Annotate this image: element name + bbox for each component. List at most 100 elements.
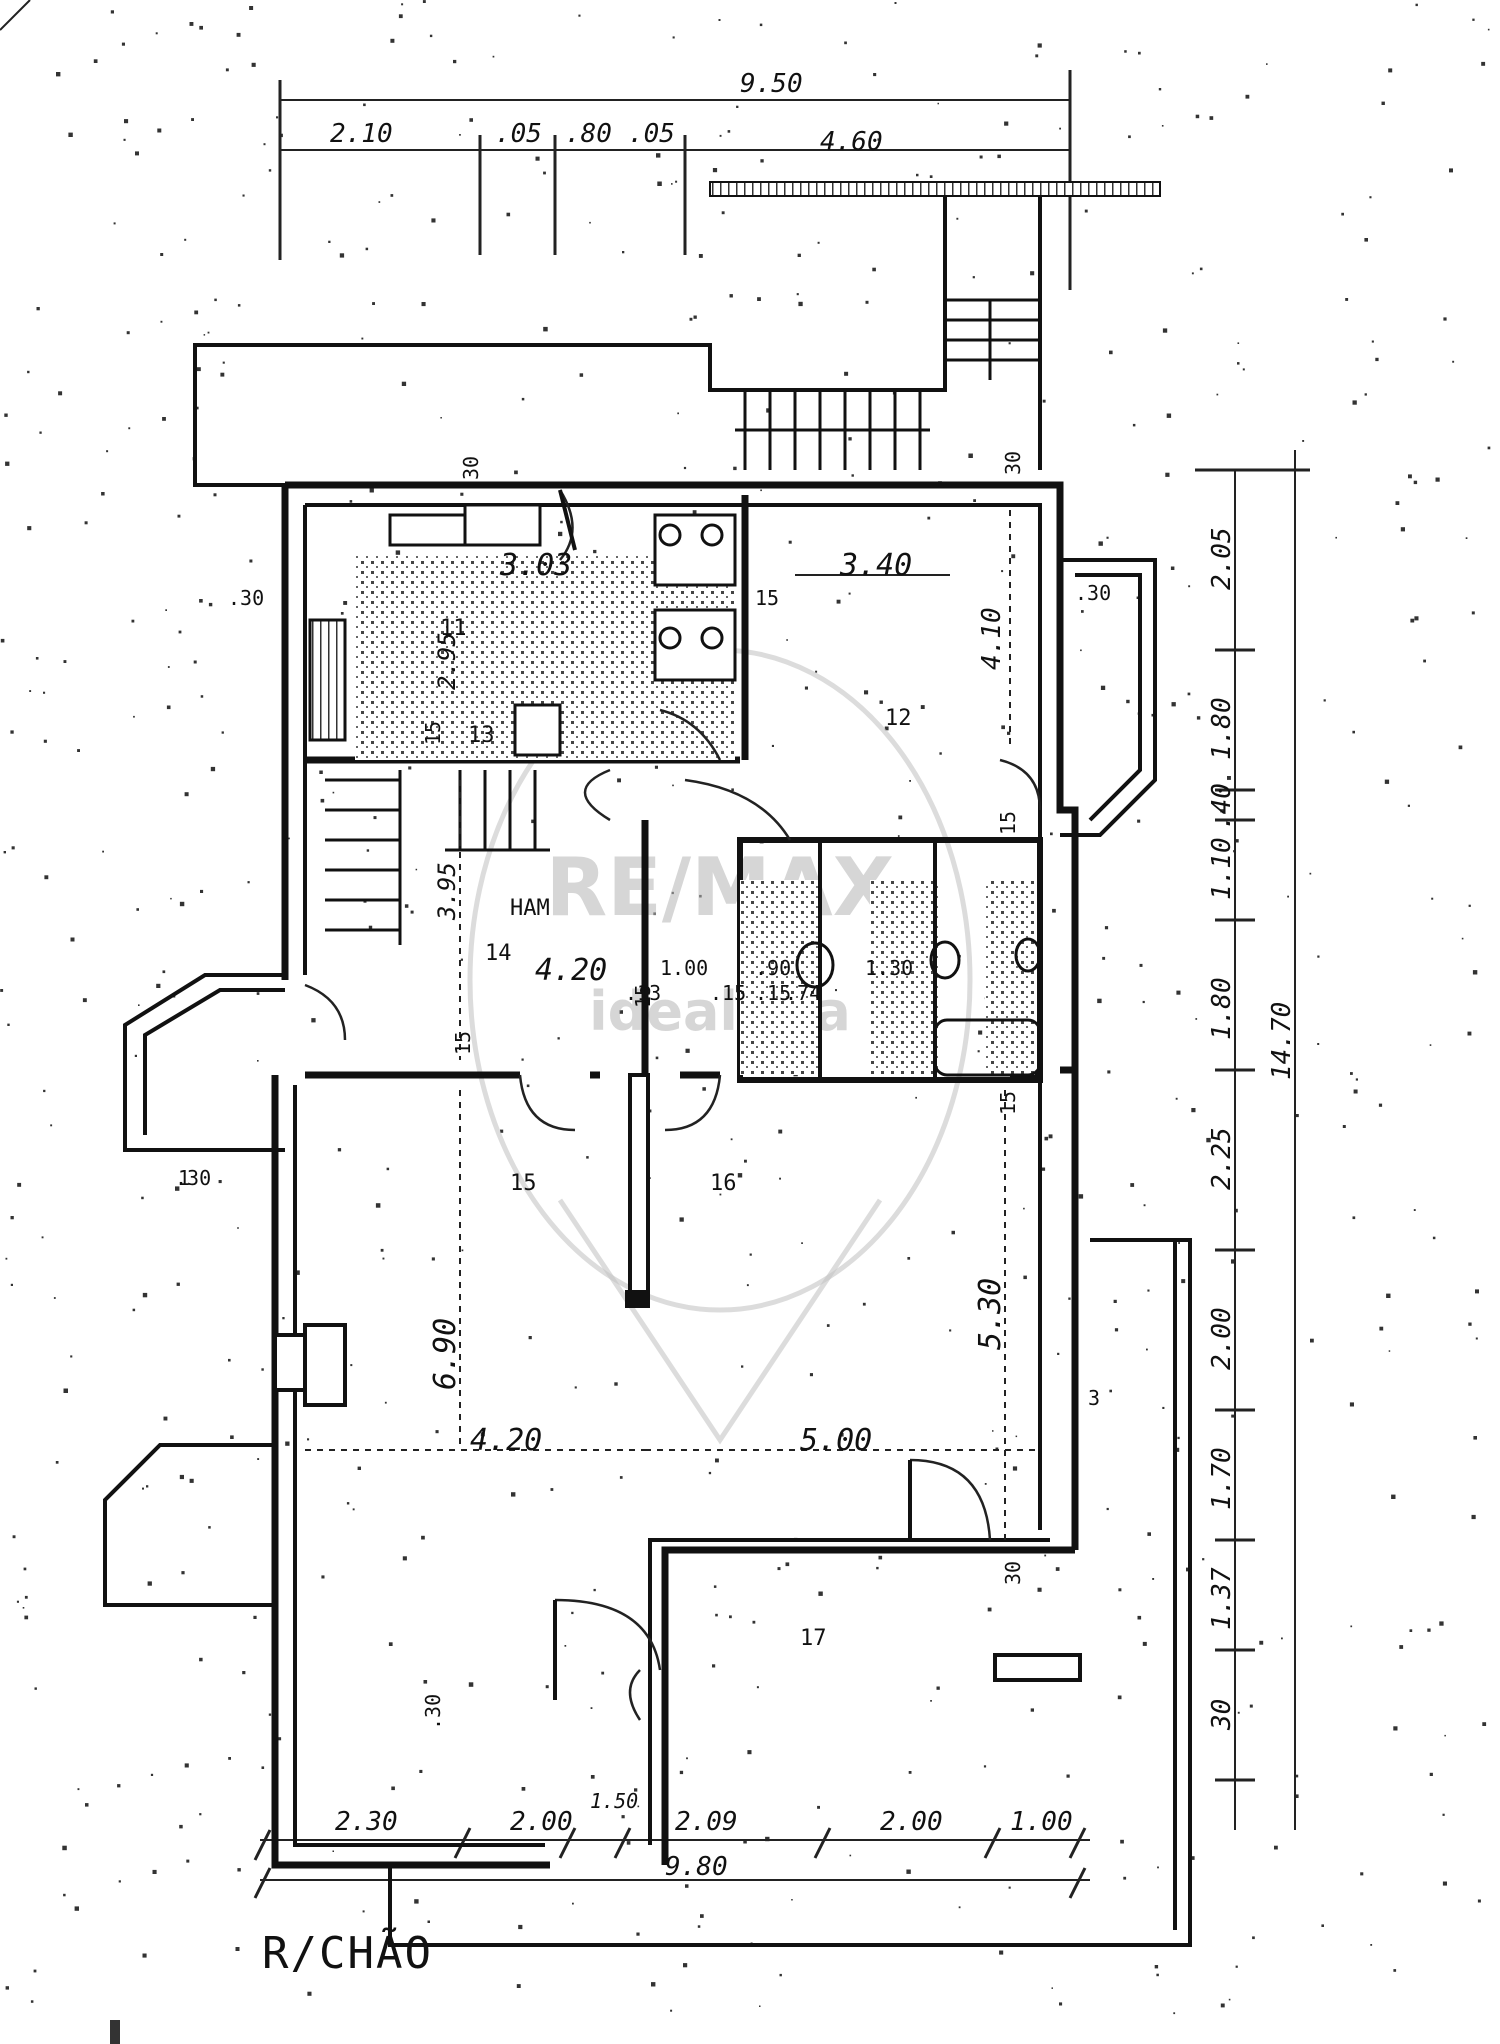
- speckle: [160, 253, 164, 256]
- speckle: [700, 1914, 704, 1918]
- speckle: [136, 908, 139, 911]
- speckle: [1482, 1722, 1487, 1726]
- speckle: [186, 1859, 190, 1863]
- bottom-overall-dim: 9.80: [665, 1852, 728, 1882]
- speckle: [685, 1048, 690, 1053]
- speckle: [1154, 1965, 1159, 1969]
- speckle: [178, 630, 182, 634]
- speckle: [586, 1156, 589, 1159]
- speckle: [1037, 43, 1042, 48]
- speckle: [712, 1664, 716, 1668]
- speckle: [1352, 1216, 1356, 1220]
- room-16-dim-w: 5.00: [800, 1423, 872, 1458]
- speckle: [1349, 1402, 1354, 1407]
- room-15-dim-w: 4.20: [470, 1423, 542, 1458]
- speckle: [1408, 474, 1412, 479]
- speckle: [741, 1365, 744, 1368]
- speckle: [1442, 1881, 1447, 1886]
- speckle: [62, 1845, 67, 1851]
- speckle: [1350, 1625, 1353, 1628]
- speckle: [121, 42, 125, 46]
- speckle: [1414, 616, 1419, 621]
- speckle: [237, 1868, 241, 1872]
- speckle: [1386, 1293, 1391, 1298]
- speckle: [320, 798, 325, 803]
- room-13-number: 13: [468, 723, 495, 748]
- speckle: [1369, 196, 1372, 199]
- speckle: [332, 791, 335, 794]
- speckle: [101, 492, 105, 496]
- speckle: [189, 1478, 194, 1483]
- speckle: [388, 1642, 393, 1646]
- speckle: [1370, 1944, 1373, 1946]
- speckle: [340, 612, 344, 615]
- speckle: [1355, 1078, 1358, 1081]
- speckle: [572, 1902, 574, 1905]
- speckle: [1008, 342, 1011, 345]
- speckle: [1287, 895, 1289, 898]
- speckle: [1395, 501, 1400, 505]
- speckle: [160, 320, 163, 323]
- top-dim-3: .80: [565, 119, 612, 149]
- speckle: [155, 32, 158, 35]
- speckle: [1252, 1936, 1255, 1940]
- speckle: [851, 474, 854, 477]
- speckle: [1142, 1000, 1145, 1004]
- speckle: [118, 1880, 121, 1883]
- speckle: [1162, 1406, 1165, 1409]
- speckle: [166, 705, 171, 710]
- speckle: [1106, 536, 1109, 539]
- speckle: [195, 406, 199, 410]
- speckle: [1364, 393, 1367, 396]
- speckle: [1175, 1447, 1180, 1452]
- speckle: [43, 1089, 46, 1093]
- walls: [103, 181, 1192, 1947]
- speckle: [779, 1177, 781, 1180]
- speckle: [550, 1488, 554, 1491]
- speckle: [261, 1368, 264, 1371]
- speckle: [1102, 956, 1106, 960]
- speckle: [879, 700, 883, 704]
- bottom-dim-5: 2.00: [880, 1807, 943, 1837]
- speckle: [1393, 1726, 1398, 1731]
- speckle: [10, 730, 14, 734]
- speckle: [282, 1317, 285, 1320]
- speckle: [1335, 536, 1337, 539]
- wall-label-9: 15: [996, 811, 1020, 835]
- speckle: [916, 173, 919, 177]
- speckle: [249, 6, 254, 10]
- speckle: [760, 489, 762, 492]
- speckle: [415, 868, 418, 871]
- speckle: [713, 1585, 717, 1588]
- wall-label-2: .30: [1075, 581, 1111, 605]
- small-dim-2: .90: [755, 956, 791, 980]
- speckle: [1345, 298, 1349, 301]
- speckle: [697, 1925, 701, 1928]
- speckle: [152, 1869, 157, 1874]
- speckle: [1443, 317, 1447, 321]
- speckle: [1461, 937, 1464, 940]
- floor-label: R/CHÃO: [262, 1927, 433, 1979]
- speckle: [743, 1840, 747, 1844]
- speckle: [983, 1765, 987, 1768]
- speckle: [402, 1556, 407, 1561]
- speckle: [58, 391, 63, 396]
- speckle: [729, 1615, 732, 1619]
- speckle: [999, 1950, 1004, 1955]
- speckle: [365, 247, 369, 251]
- bottom-dimensions: 2.30 2.00 1.50 2.09 2.00 1.00 9.80: [253, 1789, 1090, 1899]
- speckle: [730, 1138, 733, 1141]
- speckle: [956, 217, 959, 220]
- misc-mark-2: 3: [1088, 1386, 1100, 1410]
- speckle: [1449, 168, 1453, 173]
- speckle: [257, 1458, 260, 1460]
- speckle: [11, 846, 15, 850]
- speckle: [1128, 135, 1131, 139]
- speckle: [500, 1129, 504, 1133]
- speckle: [1274, 1845, 1278, 1850]
- right-dim-8: 1.70: [1207, 1447, 1237, 1510]
- speckle: [1228, 1998, 1231, 2001]
- speckle: [346, 1502, 350, 1505]
- speckle: [1130, 1183, 1135, 1187]
